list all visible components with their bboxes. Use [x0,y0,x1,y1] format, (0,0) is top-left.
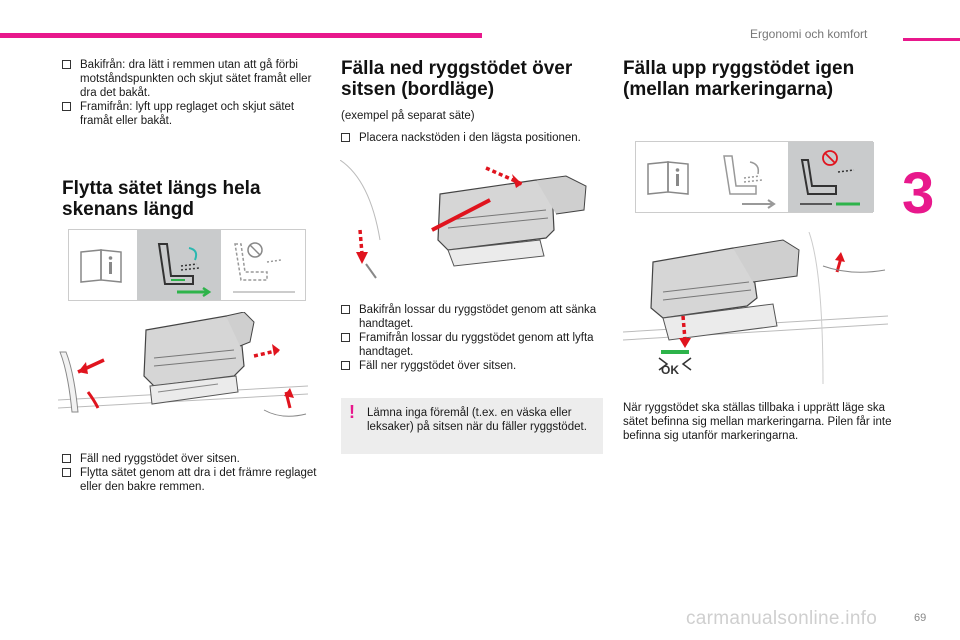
manual-book-icon [69,230,137,300]
manual-book-icon [636,142,704,212]
list-item: Bakifrån lossar du ryggstödet genom att … [341,303,611,331]
header-accent-bar [0,33,482,38]
warning-note: ! Lämna inga föremål (t.ex. en väska ell… [341,398,603,454]
checkbox-bullet-icon [62,454,71,463]
col2-bullets: Bakifrån lossar du ryggstödet genom att … [341,303,611,373]
list-item: Placera nackstöden i den lägsta position… [341,131,611,145]
checkbox-bullet-icon [341,305,350,314]
col1-top-bullets: Bakifrån: dra lätt i remmen utan att gå … [62,58,327,128]
list-item: Fäll ner ryggstödet över sitsen. [341,359,611,373]
checkbox-bullet-icon [341,361,350,370]
page-number: 69 [914,612,927,624]
seat-fold-active-icon [788,142,874,212]
seat-slide-inactive-icon [704,142,788,212]
list-item: Fäll ned ryggstödet över sitsen. [62,452,327,466]
col1-heading: Flytta sätet längs hela skenans längd [62,178,261,220]
seat-fold-up-icon-strip [635,141,874,213]
checkbox-bullet-icon [341,333,350,342]
seat-slide-illustration [58,312,308,417]
list-item: Bakifrån: dra lätt i remmen utan att gå … [62,58,327,100]
checkbox-bullet-icon [62,102,71,111]
seat-fold-down-illustration [340,160,587,279]
checkbox-bullet-icon [341,133,350,142]
col1-bottom-bullets: Fäll ned ryggstödet över sitsen. Flytta … [62,452,327,494]
ok-label: OK [661,363,679,377]
seat-no-slide-icon [221,230,307,300]
col3-heading: Fälla upp ryggstödet igen (mellan marker… [623,58,855,100]
warning-icon: ! [349,402,355,422]
list-item: Flytta sätet genom att dra i det främre … [62,466,327,494]
checkbox-bullet-icon [62,60,71,69]
warning-note-text: Lämna inga föremål (t.ex. en väska eller… [367,407,587,433]
seat-slide-active-icon [137,230,221,300]
col3-paragraph: När ryggstödet ska ställas tillbaka i up… [623,402,892,442]
seat-fold-up-illustration [623,232,888,384]
list-item: Framifrån lossar du ryggstödet genom att… [341,331,611,359]
watermark: carmanualsonline.info [686,608,878,629]
col2-subtitle: (exempel på separat säte) [341,110,475,122]
col2-heading: Fälla ned ryggstödet över sitsen (bordlä… [341,58,573,100]
chapter-number: 3 [902,161,935,226]
section-title: Ergonomi och komfort [750,27,868,41]
checkbox-bullet-icon [62,468,71,477]
seat-adjust-icon-strip [68,229,306,301]
chapter-accent-bar [903,38,960,41]
list-item: Framifrån: lyft upp reglaget och skjut s… [62,100,327,128]
col2-top-bullet: Placera nackstöden i den lägsta position… [341,131,611,145]
